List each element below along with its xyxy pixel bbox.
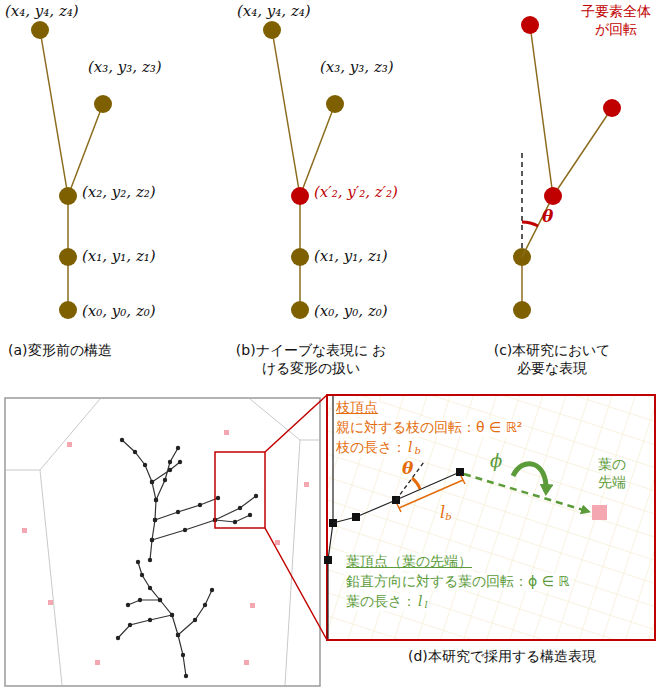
coordinate-label: (x₁, y₁, z₁)	[314, 247, 388, 266]
coordinate-label: (x₀, y₀, z₀)	[82, 302, 156, 321]
panel-caption: (a)変形前の構造	[8, 342, 112, 360]
annotation: 親に対する枝の回転：θ ∈ ℝ²	[335, 419, 523, 437]
coordinate-label: (x₃, y₃, z₃)	[320, 58, 394, 77]
heading: 枝頂点	[335, 399, 379, 417]
length-symbol: l	[440, 503, 445, 523]
coordinate-label: (x₂, y₂, z₂)	[82, 183, 156, 202]
angle-symbol: θ	[402, 458, 413, 479]
rotation-note: 子要素全体 が回転	[578, 3, 654, 38]
subscript: b	[445, 511, 451, 524]
angle-symbol: ϕ	[490, 450, 502, 473]
coordinate-label: (x₀, y₀, z₀)	[314, 302, 388, 321]
leaf-tip-label: 葉の 先端	[598, 456, 630, 491]
angle-symbol: θ	[542, 206, 553, 227]
panel-caption: (c)本研究において 必要な表現	[488, 342, 616, 377]
panel-caption: (d)本研究で採用する構造表現	[408, 648, 596, 666]
subscript: b	[413, 445, 421, 458]
coordinate-label: (x₄, y₄, z₄)	[237, 2, 311, 21]
panel-caption: (b)ナイーブな表現に おける変形の扱い	[232, 342, 390, 377]
coordinate-label: (x′₂, y′₂, z′₂)	[314, 183, 398, 202]
subscript: l	[423, 599, 428, 612]
coordinate-label: (x₁, y₁, z₁)	[82, 247, 156, 266]
coordinate-label: (x₃, y₃, z₃)	[88, 58, 162, 77]
annotation: 鉛直方向に対する葉の回転：ϕ ∈ ℝ	[345, 573, 570, 591]
annotation: 枝の長さ：	[335, 439, 407, 457]
heading: 葉頂点（葉の先端）	[345, 553, 473, 571]
coordinate-label: (x₄, y₄, z₄)	[5, 2, 79, 21]
annotation: 葉の長さ：	[345, 593, 417, 611]
